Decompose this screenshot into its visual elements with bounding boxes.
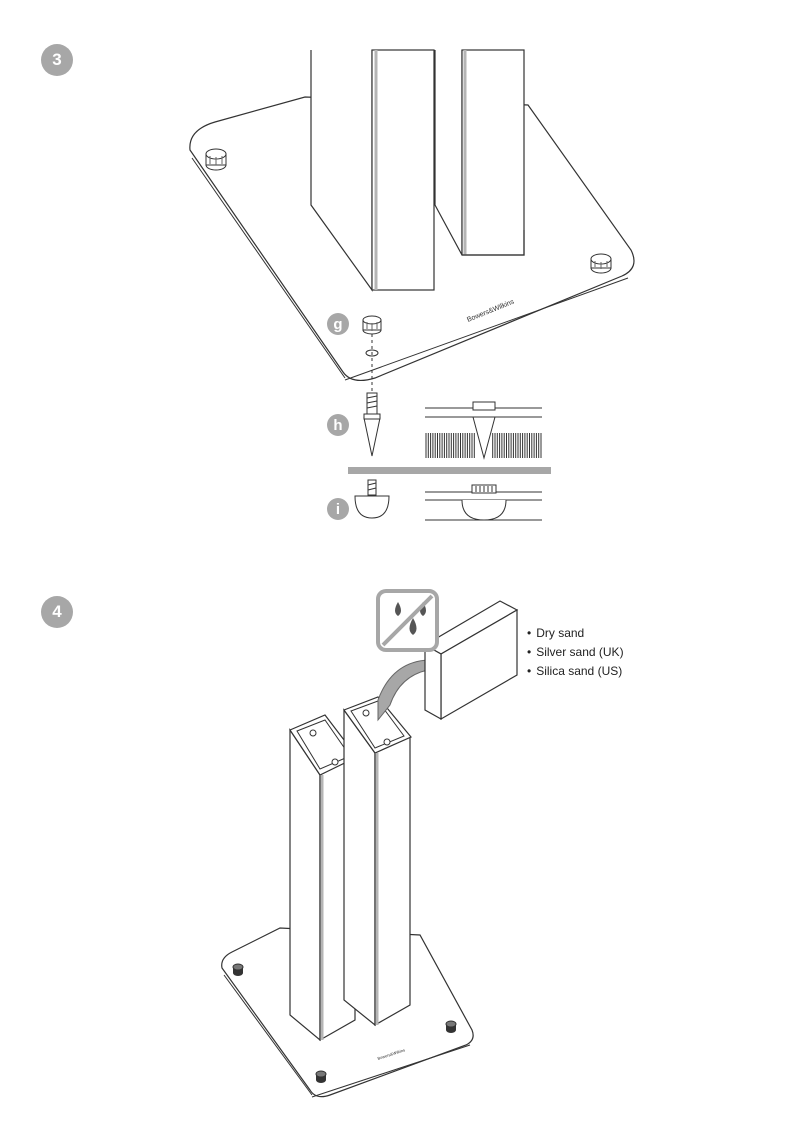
stand-column-right <box>434 49 525 256</box>
part-i-label: i <box>327 498 349 520</box>
foot-step4-right <box>445 1020 457 1033</box>
divider-bar <box>348 467 551 474</box>
dome-floor-detail <box>425 484 542 521</box>
step-3-number: 3 <box>52 50 62 69</box>
part-g-letter: g <box>333 315 343 333</box>
step-4-number: 4 <box>52 602 62 621</box>
foot-step4-left <box>232 963 244 976</box>
step-3-badge: 3 <box>41 44 73 76</box>
part-g-label: g <box>327 313 349 335</box>
part-h-spike <box>363 392 381 457</box>
part-h-label: h <box>327 414 349 436</box>
step-4-badge: 4 <box>41 596 73 628</box>
part-i-letter: i <box>335 500 341 518</box>
spike-carpet-detail <box>425 401 542 460</box>
stand-column-left <box>310 49 435 292</box>
no-water-icon <box>376 589 439 652</box>
pour-arrow <box>377 659 429 722</box>
sand-option: Dry sand <box>527 624 624 643</box>
sand-option: Silver sand (UK) <box>527 643 623 662</box>
part-g-knob <box>362 315 382 335</box>
part-i-dome-foot <box>354 479 390 519</box>
part-h-letter: h <box>333 416 343 434</box>
foot-right <box>590 253 612 274</box>
stand-column-right-step4 <box>343 696 412 1027</box>
sand-option: Silica sand (US) <box>527 662 624 681</box>
sand-block <box>423 600 519 721</box>
sand-options-list: Dry sand Silver sand (UK) Silica sand (U… <box>527 624 624 681</box>
foot-top-left <box>205 148 227 171</box>
foot-step4-bottom <box>315 1070 327 1083</box>
